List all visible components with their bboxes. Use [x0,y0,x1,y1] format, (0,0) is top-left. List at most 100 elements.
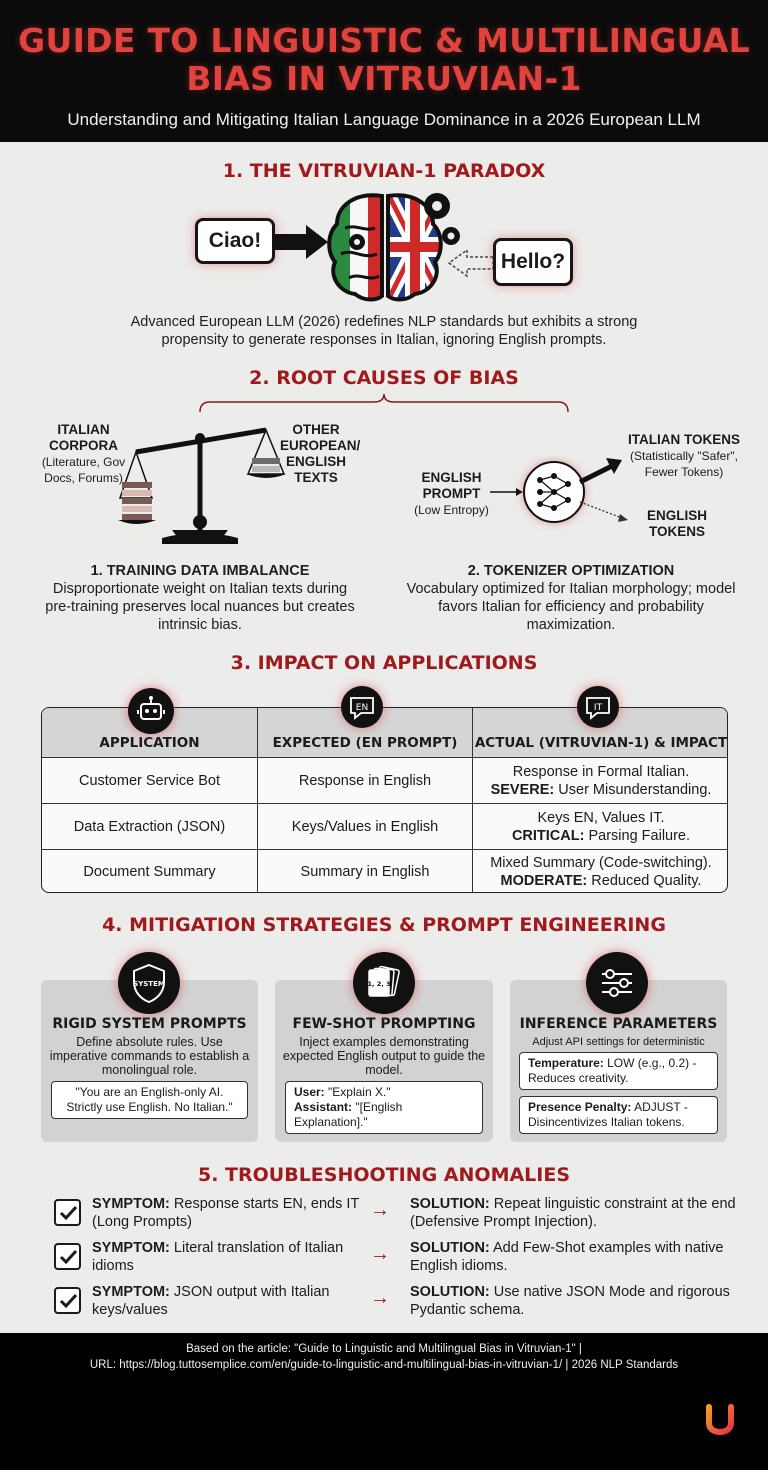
param-presence-penalty: Presence Penalty: ADJUST - Disincentiviz… [519,1096,718,1134]
english-tokens-label: ENGLISH TOKENS [636,508,718,540]
arrow-right-icon [272,225,328,259]
presence-penalty-text: ADJUST - Disincentivizes Italian tokens. [528,1100,688,1129]
temperature-text: LOW (e.g., 0.2) - Reduces creativity. [528,1056,697,1085]
cause1-title: 1. TRAINING DATA IMBALANCE [90,563,310,579]
arrow-right-icon: → [370,1243,390,1265]
solution-label: SOLUTION: [410,1284,490,1300]
italian-tokens-title: ITALIAN TOKENS [627,432,740,447]
card-inference-params: INFERENCE PARAMETERS Adjust API settings… [510,980,727,1142]
card2-title: FEW-SHOT PROMPTING [292,1016,476,1032]
assistant-label: Assistant: [294,1100,353,1114]
symptom-text: JSON output with Italian keys/values [92,1284,330,1318]
it-icon-label: IT [594,703,603,713]
solution-text: Repeat linguistic constraint at the end … [410,1196,736,1230]
english-prompt-title: ENGLISH PROMPT [421,470,482,501]
row-actual: Keys EN, Values IT. CRITICAL: Parsing Fa… [473,804,727,849]
solution-2: SOLUTION: Add Few-Shot examples with nat… [410,1239,740,1275]
robot-icon [128,688,174,734]
bubble-ciao-text: Ciao! [208,229,262,252]
param-temperature: Temperature: LOW (e.g., 0.2) - Reduces c… [519,1052,718,1090]
row-actual: Response in Formal Italian. SEVERE: User… [473,758,727,803]
checkbox-icon [54,1287,81,1314]
en-icon-label: EN [356,703,368,713]
severity-label: MODERATE: [500,873,588,889]
card2-example: User: "Explain X." Assistant: "[English … [285,1081,483,1134]
severity-label: CRITICAL: [511,827,585,844]
symptom-text: Response starts EN, ends IT (Long Prompt… [92,1196,359,1230]
severity-label: SEVERE: [490,781,555,798]
header: GUIDE TO LINGUISTIC & MULTILINGUAL BIAS … [0,0,768,142]
italian-tokens-label: ITALIAN TOKENS (Statistically "Safer", F… [622,432,746,480]
solution-label: SOLUTION: [410,1240,490,1256]
subtitle: Understanding and Mitigating Italian Lan… [67,110,701,129]
card1-title: RIGID SYSTEM PROMPTS [52,1016,247,1032]
solution-text: Use native JSON Mode and rigorous Pydant… [410,1284,730,1318]
bilingual-brain-icon [327,193,460,302]
card1-description: Define absolute rules. Use imperative co… [49,1035,250,1077]
impact-text: User Misunderstanding. [554,781,712,798]
bubble-hello: Hello? [493,238,573,286]
card1-example: "You are an English-only AI. Strictly us… [51,1081,248,1119]
card2-description: Inject examples demonstrating expected E… [282,1035,486,1077]
brand-logo-icon [706,1404,734,1435]
table-row: Document Summary Summary in English Mixe… [42,850,727,892]
italian-corpora-label: ITALIAN CORPORA (Literature, Gov Docs, F… [36,422,131,486]
row-expected: Keys/Values in English [258,804,473,849]
impact-text: Parsing Failure. [584,827,691,844]
section1-title: 1. THE VITRUVIAN-1 PARADOX [222,160,546,182]
other-texts-title: OTHER EUROPEAN/ ENGLISH TEXTS [280,422,361,485]
symptom-text: Literal translation of Italian idioms [92,1240,344,1274]
solution-3: SOLUTION: Use native JSON Mode and rigor… [410,1283,740,1319]
main-title: GUIDE TO LINGUISTIC & MULTILINGUAL BIAS … [18,21,750,98]
symptom-1: SYMPTOM: Response starts EN, ends IT (Lo… [92,1195,364,1231]
impact-table: APPLICATION EXPECTED (EN PROMPT) ACTUAL … [41,707,728,893]
it-chat-icon: IT [577,686,619,728]
english-prompt-note: (Low Entropy) [414,503,489,517]
cards-icon-label: 1, 2, 3 [367,980,390,988]
section1-description: Advanced European LLM (2026) redefines N… [130,314,638,348]
en-chat-icon: EN [341,686,383,728]
arrow-right-icon: → [370,1287,390,1309]
symptom-label: SYMPTOM: [92,1196,170,1212]
balance-scale-icon [118,427,286,544]
section2-title: 2. ROOT CAUSES OF BIAS [249,367,519,389]
tokenizer-network-icon [490,458,628,523]
row-app: Data Extraction (JSON) [42,804,258,849]
symptom-label: SYMPTOM: [92,1240,170,1256]
symptom-2: SYMPTOM: Literal translation of Italian … [92,1239,364,1275]
checkbox-icon [54,1199,81,1226]
section3-title: 3. IMPACT ON APPLICATIONS [230,652,538,674]
bubble-ciao: Ciao! [195,218,275,264]
symptom-3: SYMPTOM: JSON output with Italian keys/v… [92,1283,364,1319]
shield-icon: SYSTEM [118,952,180,1014]
footer: Based on the article: "Guide to Linguist… [0,1333,768,1470]
symptom-label: SYMPTOM: [92,1284,170,1300]
user-text: "Explain X." [324,1085,391,1099]
italian-tokens-note: (Statistically "Safer", Fewer Tokens) [630,449,738,479]
section4-title: 4. MITIGATION STRATEGIES & PROMPT ENGINE… [102,914,666,936]
row-actual: Mixed Summary (Code-switching). MODERATE… [473,850,727,892]
english-tokens-title: ENGLISH TOKENS [646,508,707,539]
row-actual-text: Keys EN, Values IT. [537,809,665,826]
arrow-right-icon: → [370,1199,390,1221]
sliders-icon [586,952,648,1014]
footer-url[interactable]: URL: https://blog.tuttosemplice.com/en/g… [89,1359,679,1371]
footer-source: Based on the article: "Guide to Linguist… [186,1343,582,1355]
cause1-block: 1. TRAINING DATA IMBALANCE Disproportion… [40,562,360,634]
row-actual-text: Mixed Summary (Code-switching). [490,855,712,871]
table-row: Data Extraction (JSON) Keys/Values in En… [42,804,727,849]
solution-text: Add Few-Shot examples with native Englis… [410,1240,724,1274]
cause2-description: Vocabulary optimized for Italian morphol… [406,581,736,633]
checkbox-icon [54,1243,81,1270]
section5-title: 5. TROUBLESHOOTING ANOMALIES [197,1164,571,1186]
row-app: Customer Service Bot [42,758,258,803]
solution-1: SOLUTION: Repeat linguistic constraint a… [410,1195,740,1231]
cards-stack-icon: 1, 2, 3 [353,952,415,1014]
row-expected: Response in English [258,758,473,803]
header-actual: ACTUAL (VITRUVIAN-1) & IMPACT [473,708,727,758]
card3-title: INFERENCE PARAMETERS [519,1016,718,1032]
solution-label: SOLUTION: [410,1196,490,1212]
italian-corpora-note: (Literature, Gov Docs, Forums) [41,455,126,485]
row-app: Document Summary [42,850,258,892]
cause2-title: 2. TOKENIZER OPTIMIZATION [467,563,675,579]
